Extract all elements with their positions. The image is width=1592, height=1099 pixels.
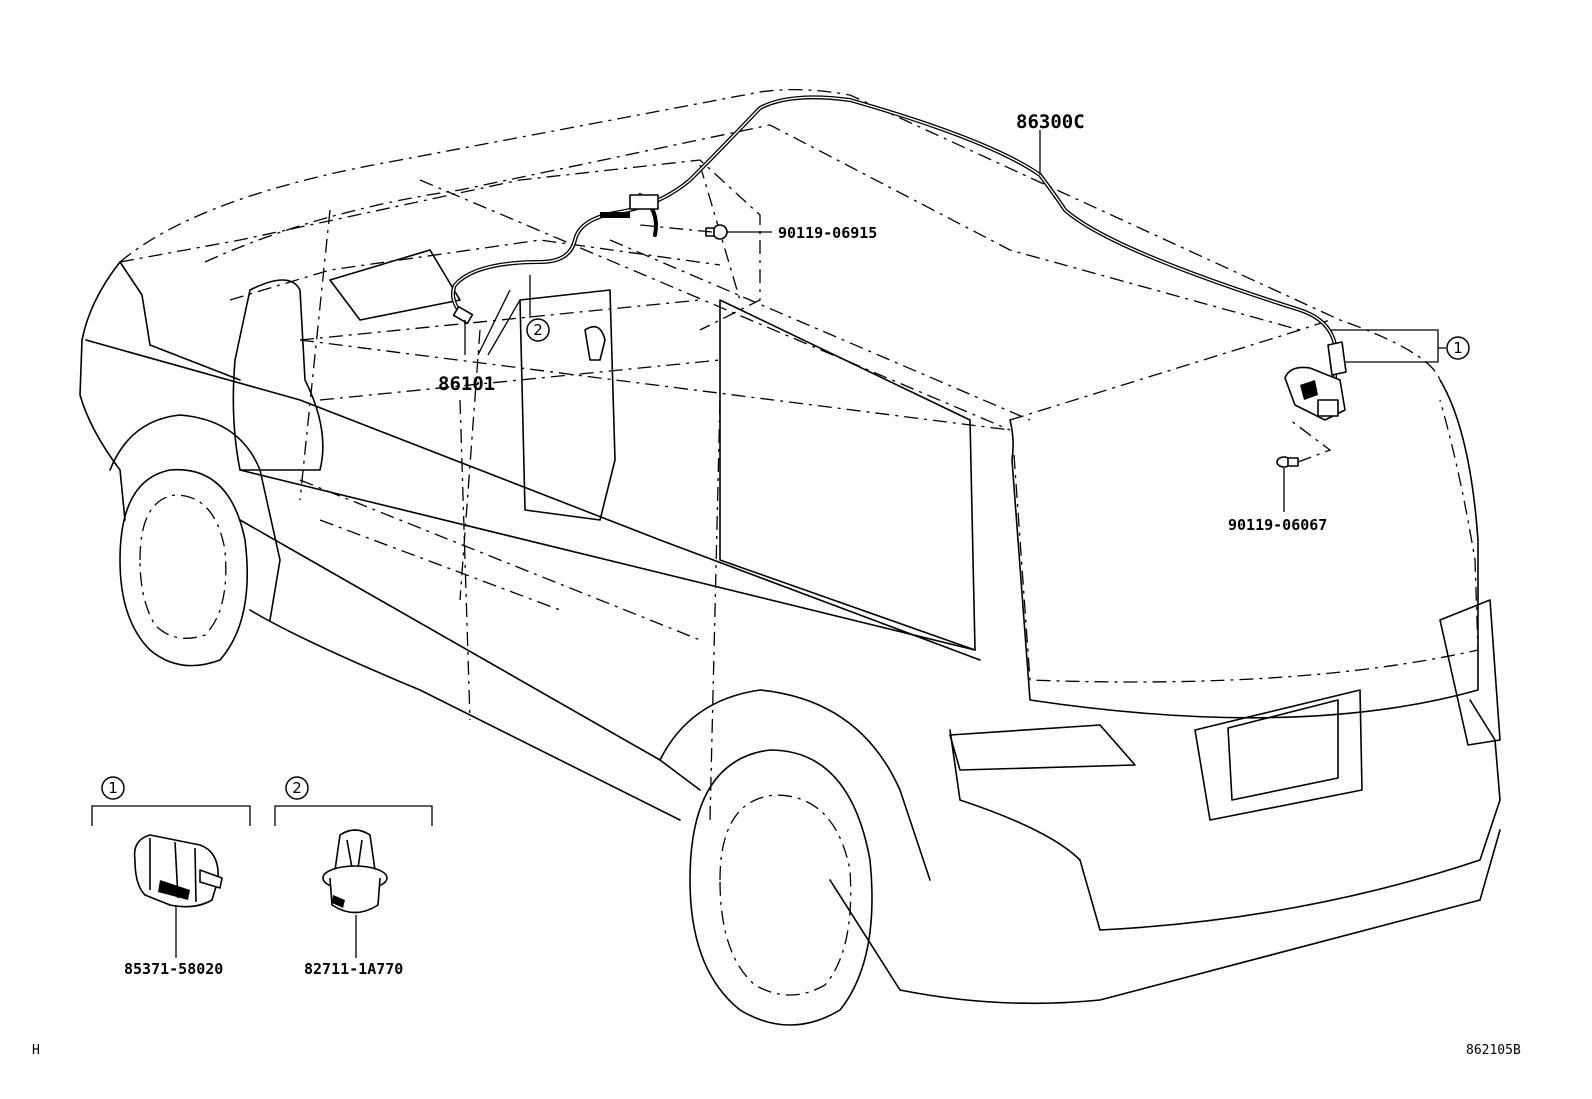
part-label-85371-58020: 85371-58020 (124, 960, 223, 978)
tail-lamp-right (1439, 599, 1501, 746)
rear-tire-inner (719, 794, 852, 996)
rear-wheel-arch (659, 689, 931, 881)
tail-lamp-left (949, 724, 1136, 771)
clamp-85371-58020 (133, 834, 223, 908)
rear-window (1013, 399, 1479, 683)
callout-2-detail: 2 (285, 776, 309, 800)
detail-1-bracket (91, 805, 251, 826)
dash-clamp (629, 194, 659, 210)
sliding-door (459, 399, 721, 821)
driver-seat (232, 279, 324, 471)
callout-1-detail: 1 (101, 776, 125, 800)
svg-text:2: 2 (533, 321, 543, 339)
b-pillar (459, 329, 481, 601)
roof-rail (299, 179, 1011, 431)
rear-bumper (949, 699, 1501, 931)
rear-quarter (1009, 379, 1479, 719)
part-label-86101: 86101 (438, 373, 495, 395)
front-wheel-arch (109, 414, 281, 621)
detail-1: 1 85371-58020 (91, 776, 251, 978)
detail-2: 2 82711-1A770 (274, 776, 433, 978)
side-rocker (239, 519, 701, 791)
front-connector (452, 305, 474, 325)
svg-text:1: 1 (1453, 339, 1463, 357)
svg-text:2: 2 (292, 779, 302, 797)
windshield (119, 159, 761, 331)
clip-82711-1a770 (322, 829, 388, 914)
part-label-90119-06067: 90119-06067 (1228, 516, 1327, 534)
part-label-90119-06915: 90119-06915 (778, 224, 877, 242)
rear-roof-edge (1009, 319, 1331, 421)
roof-inner-line (204, 124, 1301, 331)
illustration-code: 862105B (1466, 1043, 1521, 1058)
center-console (519, 289, 616, 521)
antenna-cable-assembly (451, 95, 1347, 421)
license-plate (1227, 699, 1339, 801)
bolt-90119-06067 (1276, 456, 1299, 468)
rear-tire (689, 749, 873, 1026)
rear-clip (1327, 341, 1347, 376)
part-label-82711-1a770: 82711-1A770 (304, 960, 403, 978)
leader-lines (464, 130, 1446, 512)
callout-2-vehicle: 2 (526, 318, 550, 342)
hood-edge (119, 261, 241, 381)
dashboard (229, 239, 721, 401)
callout-1-vehicle: 1 (1446, 336, 1470, 360)
belt-line (85, 339, 981, 661)
front-tire-inner (139, 494, 227, 639)
part-label-86300c: 86300C (1016, 111, 1085, 133)
detail-2-bracket (274, 805, 433, 826)
front-nose (79, 261, 126, 521)
front-tire (119, 468, 248, 667)
license-plate-recess (1194, 689, 1363, 821)
antenna-cable (451, 95, 1337, 382)
roof-outline (119, 88, 1441, 381)
floor-line (299, 479, 701, 641)
side-sill (249, 609, 681, 821)
floor-sill-line (239, 469, 976, 651)
shift-lever (584, 325, 606, 361)
dash-panel (329, 249, 461, 321)
svg-text:1: 1 (108, 779, 118, 797)
footer-left-code: H (32, 1043, 40, 1058)
rear-bumper-lower (829, 829, 1501, 1005)
